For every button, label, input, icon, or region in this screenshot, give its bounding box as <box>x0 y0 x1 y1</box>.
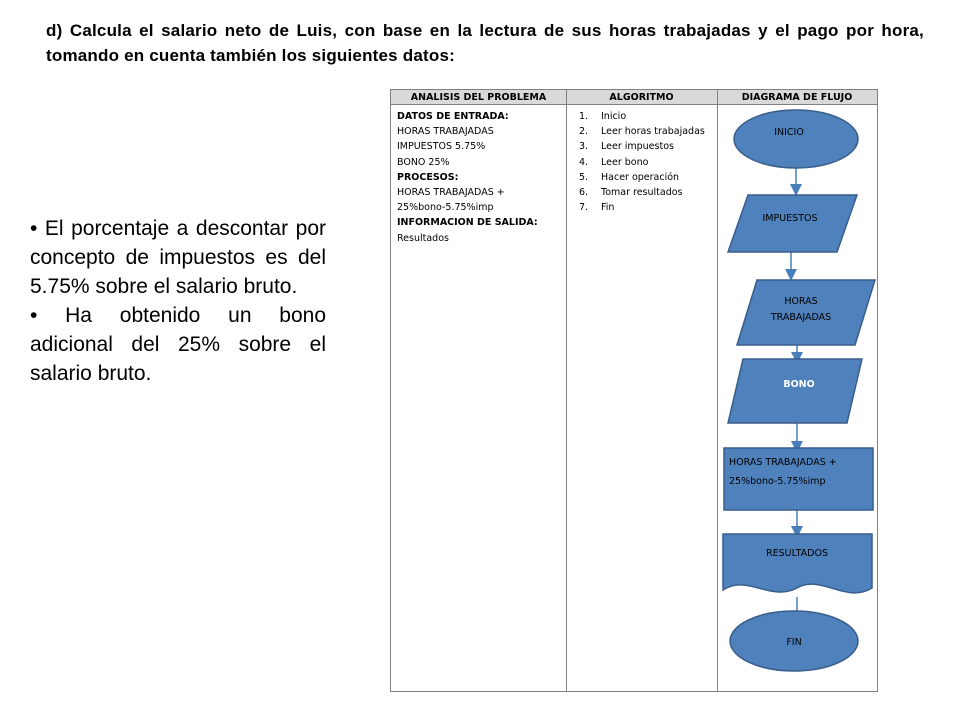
analysis-line: HORAS TRABAJADAS <box>397 126 494 138</box>
algorithm-step: 3. Leer impuestos <box>579 139 705 154</box>
solution-table: ANALISIS DEL PROBLEMA ALGORITMO DIAGRAMA… <box>390 89 878 692</box>
results-label: RESULTADOS <box>766 548 828 559</box>
step-number: 2. <box>579 126 589 138</box>
header-analysis: ANALISIS DEL PROBLEMA <box>391 90 566 105</box>
algorithm-step: 4. Leer bono <box>579 155 705 170</box>
results-output-shape <box>722 533 873 594</box>
step-number: 1. <box>579 111 589 122</box>
algorithm-list: 1. Inicio 2. Leer horas trabajadas 3. Leer … <box>579 109 705 215</box>
heading-line-1: d) Calcula el salario neto de Luis, con … <box>46 21 790 40</box>
bullet-taxes: • El porcentaje a descontar por concepto… <box>30 217 326 298</box>
start-label: INICIO <box>774 127 804 138</box>
analysis-line: HORAS TRABAJADAS + <box>397 187 505 199</box>
hours-label-line-1: HORAS <box>784 296 817 307</box>
step-text: Hacer operación <box>601 171 680 183</box>
process-label-line-1: HORAS TRABAJADAS + <box>729 457 837 468</box>
analysis-column: DATOS DE ENTRADA: HORAS TRABAJADAS IMPUE… <box>397 109 538 246</box>
step-text: Inicio <box>601 111 627 122</box>
algorithm-step: 6. Tomar resultados <box>579 185 705 200</box>
step-number: 4. <box>579 156 589 168</box>
exercise-heading: d) Calcula el salario neto de Luis, con … <box>46 18 924 68</box>
algorithm-step: 1. Inicio <box>579 109 705 124</box>
step-text: Leer bono <box>601 156 649 168</box>
bullet-list: • El porcentaje a descontar por concepto… <box>30 214 326 388</box>
header-flowchart: DIAGRAMA DE FLUJO <box>717 90 877 105</box>
analysis-line: BONO 25% <box>397 156 450 168</box>
start-ellipse <box>733 109 859 169</box>
analysis-line: INFORMACION DE SALIDA: <box>397 217 538 229</box>
step-number: 3. <box>579 141 589 153</box>
analysis-line: DATOS DE ENTRADA: <box>397 111 509 122</box>
algorithm-step: 5. Hacer operación <box>579 170 705 185</box>
step-text: Fin <box>601 202 615 214</box>
column-divider <box>717 90 718 691</box>
analysis-line: Resultados <box>397 232 449 244</box>
analysis-line: IMPUESTOS 5.75% <box>397 141 486 153</box>
step-text: Leer horas trabajadas <box>601 126 705 138</box>
end-label: FIN <box>786 637 801 648</box>
header-algorithm: ALGORITMO <box>566 90 717 105</box>
bullet-bonus: • Ha obtenido un bono adicional del 25% … <box>30 304 326 385</box>
analysis-line: 25%bono-5.75%imp <box>397 202 494 214</box>
step-number: 7. <box>579 202 589 214</box>
bonus-label: BONO <box>783 379 814 390</box>
algorithm-step: 7. Fin <box>579 200 705 215</box>
column-divider <box>566 90 567 691</box>
step-text: Leer impuestos <box>601 141 674 153</box>
step-text: Tomar resultados <box>601 187 683 199</box>
process-shape <box>723 447 874 511</box>
hours-label-line-2: TRABAJADAS <box>770 312 831 323</box>
taxes-label: IMPUESTOS <box>762 213 817 224</box>
analysis-line: PROCESOS: <box>397 171 459 183</box>
step-number: 5. <box>579 171 589 183</box>
step-number: 6. <box>579 187 589 199</box>
hours-input-shape <box>735 279 877 346</box>
algorithm-step: 2. Leer horas trabajadas <box>579 124 705 139</box>
taxes-input-shape <box>726 194 859 253</box>
bonus-input-shape <box>727 358 863 424</box>
heading-line-2: pago por hora, tomando en cuenta también… <box>46 21 924 65</box>
flowchart: INICIO IMPUESTOS HORAS TRABAJADAS BONO H… <box>722 109 877 672</box>
process-label-line-2: 25%bono-5.75%imp <box>729 476 826 487</box>
end-ellipse <box>729 610 859 672</box>
